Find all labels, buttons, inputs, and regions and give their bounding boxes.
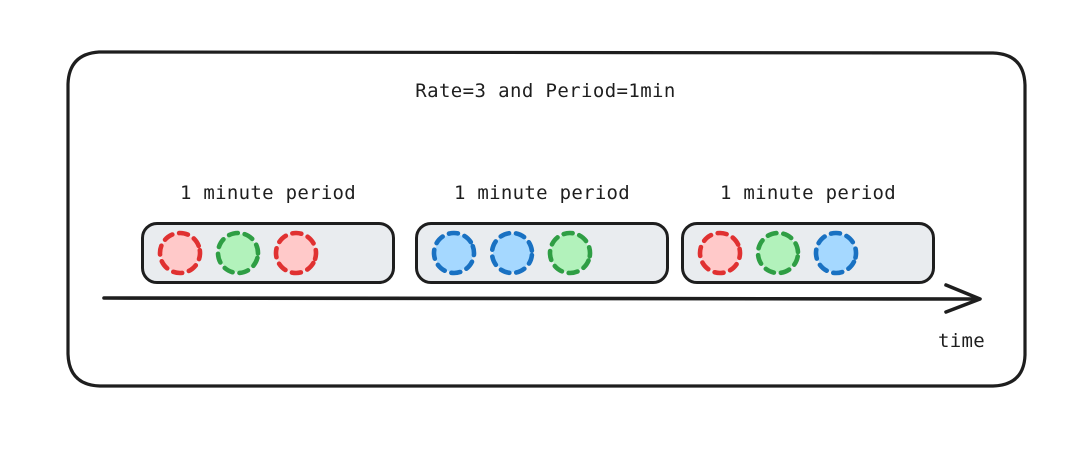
period-pill — [681, 222, 935, 284]
request-token-red — [272, 229, 320, 277]
request-token-red — [696, 229, 744, 277]
request-token-blue — [430, 229, 478, 277]
period-label: 1 minute period — [719, 182, 897, 204]
period-group: 1 minute period — [141, 182, 395, 284]
request-token-green — [214, 229, 262, 277]
request-token-blue — [488, 229, 536, 277]
request-token-green — [546, 229, 594, 277]
period-group: 1 minute period — [415, 182, 669, 284]
time-axis-label: time — [938, 330, 985, 352]
request-token-red — [156, 229, 204, 277]
period-label: 1 minute period — [179, 182, 357, 204]
period-label: 1 minute period — [453, 182, 631, 204]
request-token-blue — [812, 229, 860, 277]
period-pill — [141, 222, 395, 284]
period-pill — [415, 222, 669, 284]
period-group: 1 minute period — [681, 182, 935, 284]
request-token-green — [754, 229, 802, 277]
page-title: Rate=3 and Period=1min — [415, 80, 676, 102]
